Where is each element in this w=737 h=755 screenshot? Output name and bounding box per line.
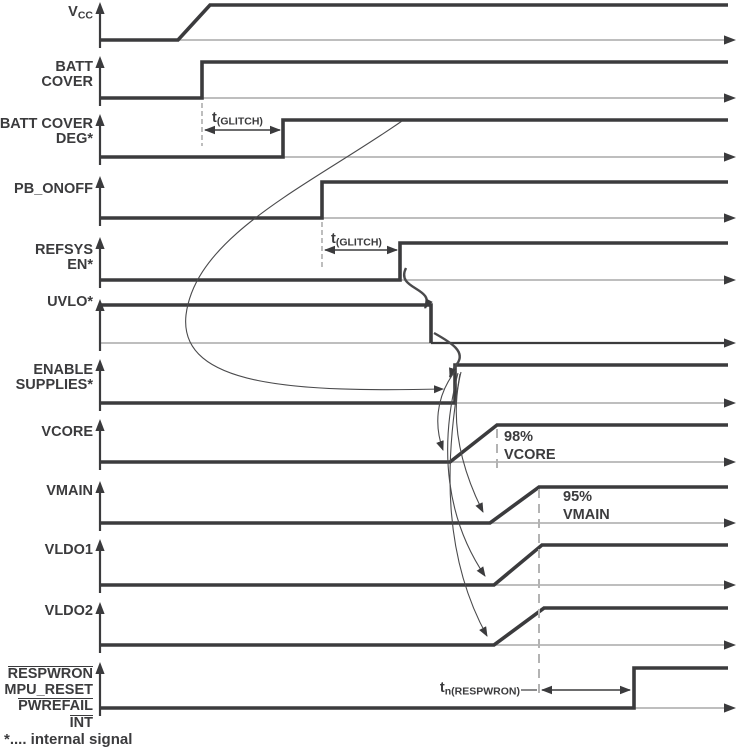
wave-batt-cover xyxy=(100,60,728,100)
measure-arrow-left-t-glitch-2 xyxy=(324,245,335,255)
arrow-enable-to-vmain xyxy=(455,371,484,513)
time-axis-arrow-batt-cover xyxy=(724,93,736,103)
wave-refsys-en xyxy=(100,241,728,282)
arrow-enable-to-vldo2 xyxy=(449,373,488,637)
level-axis-arrow-refsys-en xyxy=(95,237,105,249)
measure-arrow-left-t-glitch-1 xyxy=(204,125,215,135)
wave-respwron-group xyxy=(100,666,728,710)
level-axis-arrow-respwron-group xyxy=(95,662,105,674)
wave-pb-onoff xyxy=(100,180,728,220)
arrow-battcoverdeg-to-enable xyxy=(185,120,444,394)
label-95-vmain: 95%VMAIN xyxy=(563,489,610,523)
wave-vcc xyxy=(100,3,728,42)
arrow-enable-to-vcore xyxy=(436,369,457,451)
time-axis-arrow-enable-supplies xyxy=(724,398,736,408)
wave-batt-cover-deg xyxy=(100,118,728,159)
time-axis-arrow-respwron-group xyxy=(724,703,736,713)
arrow-refsys-to-uvlo xyxy=(402,267,433,309)
time-axis-arrow-vcc xyxy=(724,35,736,45)
wave-enable-supplies xyxy=(100,363,728,405)
time-axis-arrow-vmain xyxy=(724,518,736,528)
time-axis-arrow-batt-cover-deg xyxy=(724,152,736,162)
level-axis-arrow-enable-supplies xyxy=(95,359,105,371)
arrow-uvlo-to-enable xyxy=(433,331,461,378)
measure-arrow-right-t-glitch-2 xyxy=(387,245,398,255)
level-axis-arrow-pb-onoff xyxy=(95,176,105,188)
time-axis-arrow-vcore xyxy=(724,457,736,467)
level-axis-arrow-vmain xyxy=(95,481,105,493)
measure-label-t-glitch-1: t(GLITCH) xyxy=(212,110,263,128)
signal-label-pb-onoff: PB_ONOFF xyxy=(14,181,93,198)
wave-vldo1 xyxy=(100,543,728,587)
measure-arrow-left-t-respwron xyxy=(541,685,552,695)
wave-vldo2 xyxy=(100,606,728,647)
level-axis-arrow-batt-cover-deg xyxy=(95,114,105,126)
internal-signal-footnote: *.... internal signal xyxy=(4,731,133,748)
signal-label-uvlo: UVLO* xyxy=(47,294,93,311)
level-axis-arrow-vcc xyxy=(95,2,105,14)
wave-vmain xyxy=(100,485,728,525)
time-axis-arrow-vldo1 xyxy=(724,580,736,590)
signal-label-vldo1: VLDO1 xyxy=(44,542,93,559)
level-axis-arrow-vcore xyxy=(95,419,105,431)
signal-label-vmain: VMAIN xyxy=(46,483,93,500)
level-axis-arrow-vldo1 xyxy=(95,539,105,551)
measure-label-t-glitch-2: t(GLITCH) xyxy=(331,231,382,249)
label-98-vcore: 98%VCORE xyxy=(504,429,556,463)
signal-label-vldo2: VLDO2 xyxy=(44,603,93,620)
time-axis-arrow-pb-onoff xyxy=(724,213,736,223)
time-axis-arrow-vldo2 xyxy=(724,640,736,650)
measure-arrow-right-t-respwron xyxy=(620,685,631,695)
signal-label-vcore: VCORE xyxy=(41,424,93,441)
measure-label-t-respwron: tn(RESPWRON) xyxy=(439,680,520,698)
signal-label-vcc: VCC xyxy=(68,4,93,22)
measure-arrow-right-t-glitch-1 xyxy=(270,125,281,135)
wave-vcore xyxy=(100,423,728,464)
time-axis-arrow-refsys-en xyxy=(724,275,736,285)
time-axis-arrow-uvlo xyxy=(724,338,736,348)
level-axis-arrow-vldo2 xyxy=(95,602,105,614)
level-axis-arrow-batt-cover xyxy=(95,56,105,68)
wave-uvlo xyxy=(100,303,433,343)
